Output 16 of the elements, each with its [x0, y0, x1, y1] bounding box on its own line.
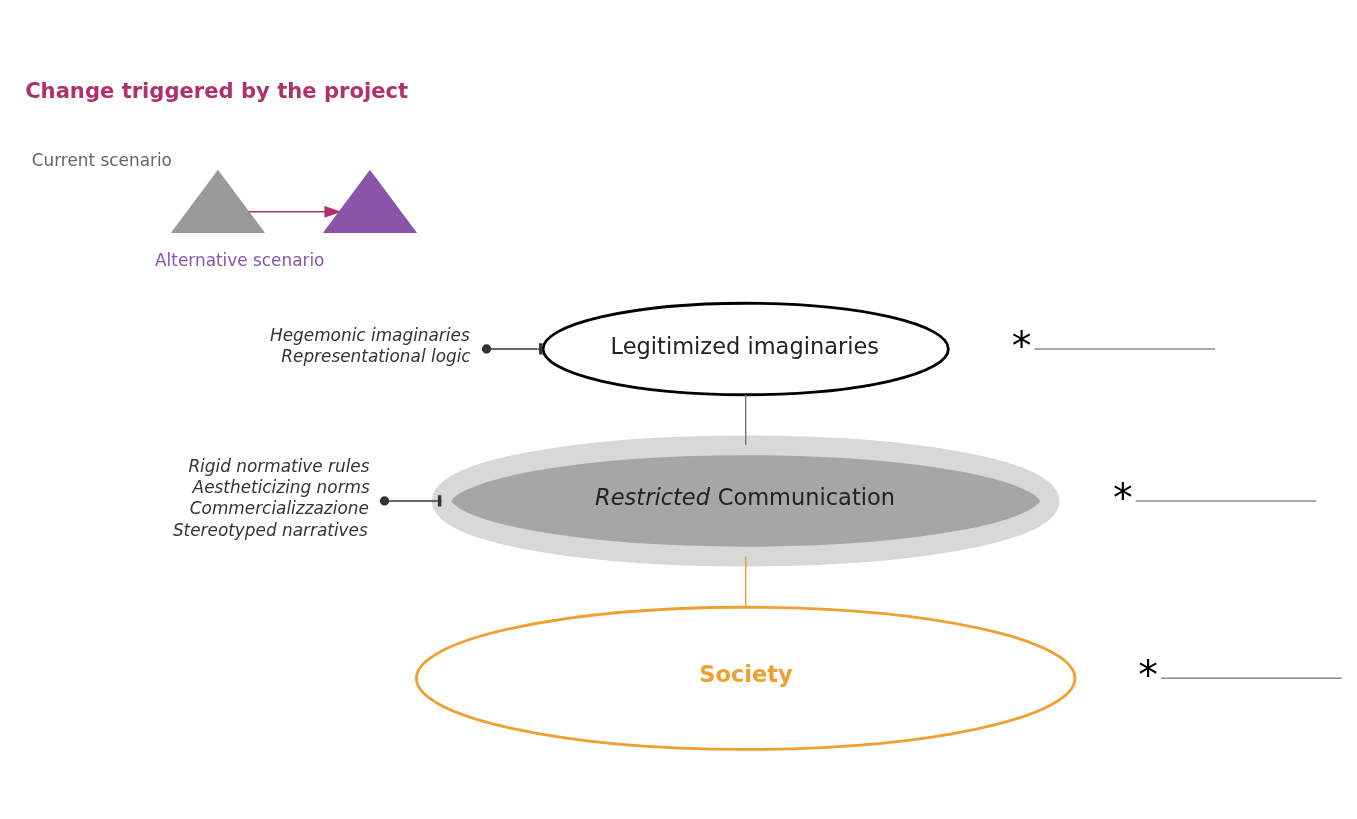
connector	[745, 555, 747, 608]
node-label: Current scenario	[31, 150, 172, 171]
connector	[745, 394, 747, 446]
node-text: *	[1138, 651, 1159, 698]
node-text: *	[1113, 473, 1133, 520]
connector	[1135, 500, 1318, 502]
connector	[1033, 348, 1216, 350]
node-text: *	[1011, 321, 1032, 368]
connector	[1160, 677, 1343, 679]
arrow	[248, 205, 342, 218]
node-text: Hegemonic imaginaries Representational logic	[270, 325, 471, 367]
node-ellipse: Restricted Communication	[431, 435, 1060, 567]
node-label: Alternative scenario	[155, 250, 325, 271]
label: Change triggered by the project	[25, 78, 409, 104]
node-ellipse: Society	[414, 605, 1077, 751]
node-text: Rigid normative rules Aestheticizing norms Commercializzazione Stereotyped narratives	[172, 456, 370, 540]
